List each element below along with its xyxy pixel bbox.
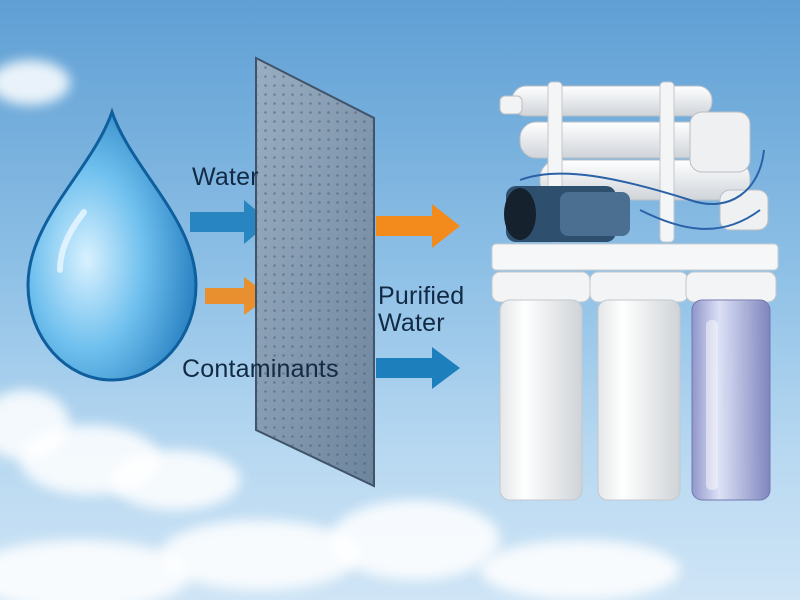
cloud [480,540,680,600]
contaminants-label: Contaminants [182,355,339,383]
purified-out-arrow [376,347,460,389]
rejected-out-arrow [376,204,460,248]
purified-water-label: Purified Water [378,283,464,337]
cloud [0,540,190,610]
filter-membrane [255,56,375,488]
water-label: Water [192,163,259,191]
cloud [0,390,70,460]
cloud [160,520,360,590]
purified-label-line2: Water [378,309,445,337]
contaminant-in-arrow [205,277,270,315]
water-drop-icon [26,107,198,382]
cloud [330,500,500,580]
purified-label-line1: Purified [378,282,465,310]
cloud [110,450,240,510]
cloud [0,60,70,105]
ro-filter-system [491,81,779,501]
water-in-arrow [190,200,270,244]
